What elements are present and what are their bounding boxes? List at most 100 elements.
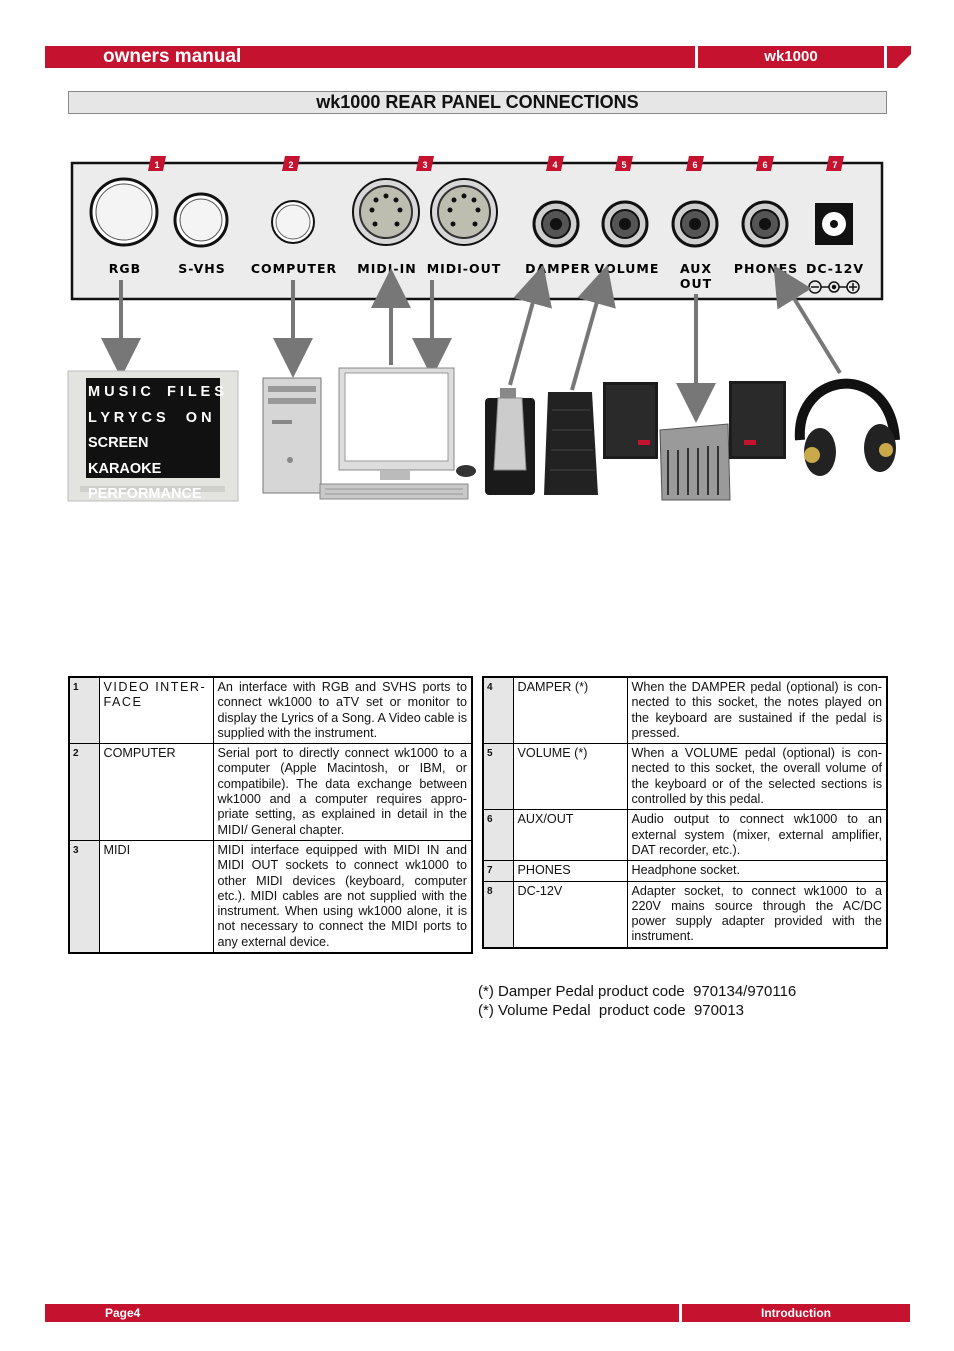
- header-model: wk1000: [698, 46, 884, 68]
- row-number: 8: [482, 880, 514, 949]
- tv-line-2: L Y R Y C S O N: [88, 409, 212, 426]
- table-row: 7 PHONES Headphone socket.: [482, 860, 888, 882]
- footer-section: Introduction: [682, 1304, 910, 1322]
- speaker-right-icon: [729, 381, 786, 459]
- tv-line-4: PERFORMANCE: [88, 486, 202, 502]
- label-volume: VOLUME: [595, 261, 660, 276]
- badge-3-text: 3: [422, 160, 427, 170]
- note-volume: (*) Volume Pedal product code 970013: [478, 1002, 745, 1019]
- mixer-icon: [659, 423, 731, 501]
- connection-arrows: [101, 264, 842, 423]
- row-name: VOLUME (*): [512, 743, 628, 811]
- header-bar: owners manual: [45, 46, 695, 68]
- badge-4-text: 4: [552, 160, 557, 170]
- row-name: PHONES: [512, 860, 628, 882]
- rear-panel-diagram: 1 2 3 4 5 6 6 7 RGB S-VHS COMPUTER MIDI-…: [67, 156, 900, 502]
- badge-2-text: 2: [288, 160, 293, 170]
- badge-3: 3: [416, 156, 434, 171]
- computer-socket-icon: [271, 200, 315, 244]
- badge-7-text: 7: [832, 160, 837, 170]
- midi-in-socket-icon: [352, 178, 420, 246]
- tv-line-1: M U S I C F I L E S: [88, 384, 224, 400]
- arrow-volume: [570, 264, 616, 391]
- note-damper: (*) Damper Pedal product code 970134/970…: [478, 983, 797, 1000]
- row-description: When a VOLUME pedal (optional) is con-ne…: [626, 743, 888, 811]
- badge-6a-text: 6: [692, 160, 697, 170]
- label-midi-out: MIDI-OUT: [427, 261, 502, 276]
- row-name: AUX/OUT: [512, 809, 628, 862]
- row-number: 7: [482, 860, 514, 882]
- row-name: MIDI: [98, 839, 214, 954]
- label-out: OUT: [680, 276, 712, 291]
- badge-6b: 6: [756, 156, 774, 171]
- damper-pedal-icon: [485, 388, 535, 495]
- rgb-socket-icon: [89, 177, 159, 247]
- row-number: 1: [68, 676, 100, 745]
- row-description: Adapter socket, to connect wk1000 to a 2…: [626, 880, 888, 949]
- volume-jack-icon: [601, 200, 649, 248]
- row-number: 2: [68, 743, 100, 841]
- footer-bar: Page4: [45, 1304, 679, 1322]
- badge-2: 2: [282, 156, 300, 171]
- volume-pedal-icon: [544, 392, 598, 495]
- row-name: DC-12V: [512, 880, 628, 949]
- tv-screen-text: M U S I C F I L E S L Y R Y C S O N SCRE…: [88, 380, 224, 508]
- midi-out-socket-icon: [430, 178, 498, 246]
- badge-6b-text: 6: [762, 160, 767, 170]
- table-row: 8 DC-12V Adapter socket, to connect wk10…: [482, 880, 888, 949]
- table-row: 6 AUX/OUT Audio output to connect wk1000…: [482, 809, 888, 862]
- computer-monitor-icon: [319, 367, 476, 500]
- table-row: 4 DAMPER (*) When the DAMPER pedal (opti…: [482, 676, 888, 745]
- row-description: Audio output to connect wk1000 to an ext…: [626, 809, 888, 862]
- row-number: 3: [68, 839, 100, 954]
- row-description: MIDI interface equipped with MIDI IN and…: [212, 839, 473, 954]
- label-computer: COMPUTER: [251, 261, 337, 276]
- row-name: DAMPER (*): [512, 676, 628, 745]
- svhs-socket-icon: [173, 192, 229, 248]
- badge-4: 4: [546, 156, 564, 171]
- label-phones: PHONES: [734, 261, 798, 276]
- badge-5-text: 5: [621, 160, 626, 170]
- row-number: 6: [482, 809, 514, 862]
- label-midi-in: MIDI-IN: [357, 261, 416, 276]
- row-description: Serial port to directly connect wk1000 t…: [212, 743, 473, 841]
- badge-7: 7: [826, 156, 844, 171]
- row-number: 5: [482, 743, 514, 811]
- damper-jack-icon: [532, 200, 580, 248]
- arrow-damper: [508, 264, 552, 386]
- label-dc12v: DC-12V: [806, 261, 864, 276]
- header-corner-tab: [887, 46, 911, 68]
- tv-monitor-icon: [67, 370, 239, 502]
- pc-tower-icon: [262, 377, 322, 494]
- table-row: 3 MIDI MIDI interface equipped with MIDI…: [68, 839, 473, 954]
- table-row: 1 VIDEO INTER-FACE An interface with RGB…: [68, 676, 473, 745]
- header-title: owners manual: [103, 46, 242, 67]
- row-number: 4: [482, 676, 514, 745]
- table-row: 5 VOLUME (*) When a VOLUME pedal (option…: [482, 743, 888, 811]
- speaker-left-icon: [603, 382, 658, 459]
- badge-1: 1: [148, 156, 166, 171]
- phones-jack-icon: [741, 200, 789, 248]
- headphones-icon: [794, 378, 900, 476]
- badge-6a: 6: [686, 156, 704, 171]
- badge-1-text: 1: [154, 160, 159, 170]
- label-svhs: S-VHS: [178, 261, 225, 276]
- product-code-notes: (*) Damper Pedal product code 970134/970…: [478, 982, 796, 1020]
- tv-line-3: SCREEN KARAOKE: [88, 435, 162, 477]
- label-aux: AUX: [680, 261, 712, 276]
- row-description: Headphone socket.: [626, 860, 888, 882]
- row-name: VIDEO INTER-FACE: [98, 676, 214, 745]
- connections-table-right: 4 DAMPER (*) When the DAMPER pedal (opti…: [482, 676, 888, 949]
- dc-socket-icon: [815, 203, 853, 245]
- table-row: 2 COMPUTER Serial port to directly conne…: [68, 743, 473, 841]
- label-rgb: RGB: [109, 261, 141, 276]
- badge-5: 5: [615, 156, 633, 171]
- row-name: COMPUTER: [98, 743, 214, 841]
- badge-group: 1 2 3 4 5 6 6 7: [148, 156, 844, 171]
- row-description: An interface with RGB and SVHS ports to …: [212, 676, 473, 745]
- row-description: When the DAMPER pedal (optional) is con-…: [626, 676, 888, 745]
- aux-out-jack-icon: [671, 200, 719, 248]
- connections-table-left: 1 VIDEO INTER-FACE An interface with RGB…: [68, 676, 473, 955]
- arrow-phones: [773, 264, 842, 375]
- label-damper: DAMPER: [525, 261, 591, 276]
